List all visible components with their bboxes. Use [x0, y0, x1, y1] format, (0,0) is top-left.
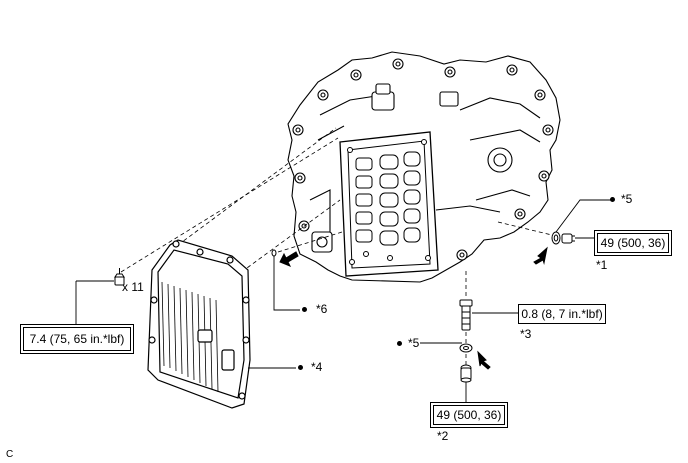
callout-dot-5-bottom — [397, 341, 402, 346]
callout-label-6: *6 — [316, 302, 328, 316]
callout-label-4: *4 — [311, 360, 323, 374]
torque-value-refill-plug: 0.8 (8, 7 in.*lbf) — [521, 307, 603, 321]
torque-value-overflow-plug: 49 (500, 36) — [597, 233, 669, 253]
overflow-plug — [551, 231, 575, 245]
alignment-lines — [120, 127, 557, 366]
callout-label-3: *3 — [520, 327, 532, 341]
torque-value-pan-bolts: 7.4 (75, 65 in.*lbf) — [23, 327, 131, 351]
callout-dot-4 — [298, 365, 303, 370]
oil-pan — [147, 239, 251, 409]
refill-plug-bolt — [459, 299, 473, 331]
valve-body — [339, 131, 439, 277]
callout-label-2: *2 — [437, 429, 449, 443]
torque-box-drain-plug: 49 (500, 36) — [430, 402, 508, 428]
arrow-gasket-5-top — [533, 246, 548, 265]
gasket-6 — [271, 249, 277, 257]
pan-bolt — [114, 268, 125, 286]
arrow-gasket-5-bottom — [477, 350, 491, 370]
arrow-gasket-6 — [279, 251, 299, 267]
pointer-arrows — [279, 246, 548, 370]
drain-gasket — [459, 343, 473, 353]
callout-dot-5-top — [610, 197, 615, 202]
torque-box-pan-bolts: 7.4 (75, 65 in.*lbf) — [20, 324, 134, 354]
callout-dot-6 — [302, 307, 307, 312]
bolt-quantity: x 11 — [122, 280, 144, 294]
drain-plug — [460, 364, 472, 383]
torque-box-refill-plug: 0.8 (8, 7 in.*lbf) — [518, 304, 606, 324]
leader-lines — [75, 199, 614, 403]
callout-label-1: *1 — [596, 258, 608, 272]
callout-label-5-bottom: *5 — [408, 336, 420, 350]
torque-box-overflow-plug: 49 (500, 36) — [594, 230, 672, 256]
illustration-code: C — [6, 449, 14, 460]
torque-value-drain-plug: 49 (500, 36) — [433, 405, 505, 425]
callout-label-5-top: *5 — [621, 192, 633, 206]
